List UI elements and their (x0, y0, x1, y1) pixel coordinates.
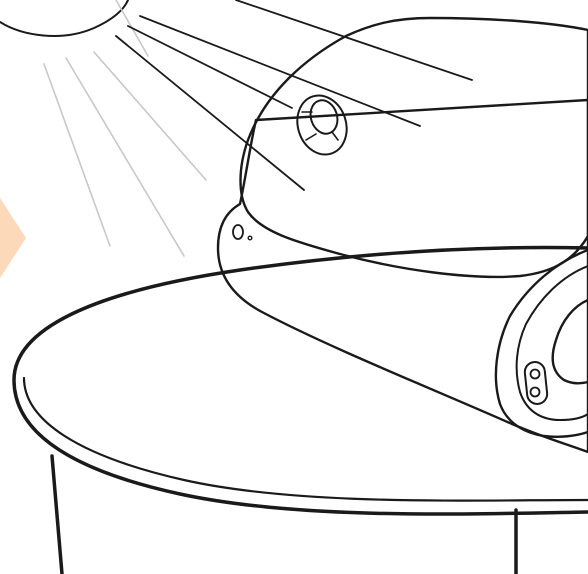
light-source (0, 0, 128, 36)
headset (218, 18, 588, 452)
leader-line (116, 36, 304, 190)
headset-body (218, 100, 588, 452)
leader-line (140, 16, 420, 126)
headset-side-face (496, 250, 588, 437)
light-ray (44, 64, 110, 246)
headset-button (290, 89, 354, 161)
light-rays (44, 0, 206, 256)
headset-camera-lenses (524, 361, 548, 405)
headset-sensor-holes (233, 225, 252, 240)
light-ray (94, 52, 206, 180)
accent-arrow-shape (0, 198, 26, 278)
headset-front-cover (241, 18, 588, 277)
headset-viewport (553, 300, 588, 383)
leader-lines (116, 0, 472, 190)
